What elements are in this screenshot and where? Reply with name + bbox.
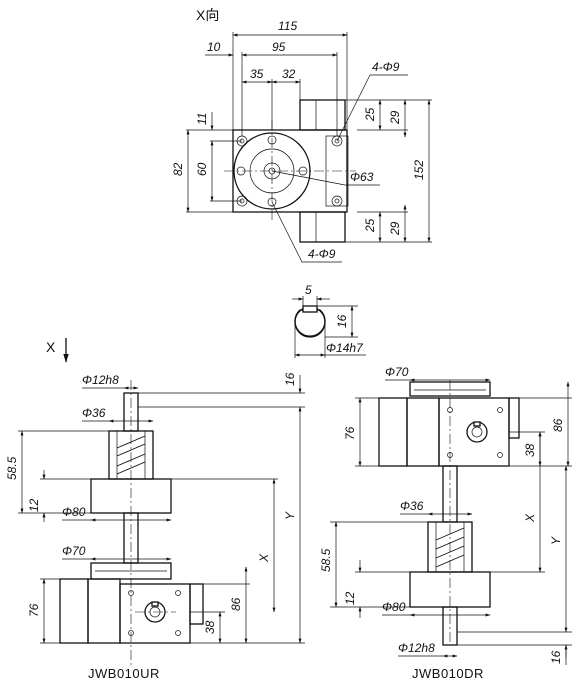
- dim-25-bottom: 25: [363, 218, 377, 233]
- right-dim-y: Y: [549, 536, 563, 545]
- left-dim-80: Φ80: [62, 505, 86, 519]
- dim-25-top: 25: [363, 107, 377, 122]
- right-dim-58-5: 58.5: [319, 548, 333, 572]
- left-arrow-label: X: [46, 339, 56, 355]
- right-dim-12h8: Φ12h8: [398, 641, 435, 655]
- left-dim-76: 76: [27, 603, 41, 617]
- right-view: Φ70 76 86 38 X Y Φ36 58.5 12 Φ80: [319, 365, 572, 681]
- top-view: X向 115: [171, 7, 432, 263]
- dim-35: 35: [250, 67, 264, 81]
- dim-11: 11: [195, 113, 209, 125]
- left-dim-38: 38: [203, 620, 217, 634]
- right-dim-76: 76: [343, 426, 357, 440]
- left-dim-86: 86: [229, 597, 243, 611]
- left-dim-16: 16: [283, 372, 297, 386]
- right-view-name: JWB010DR: [412, 666, 484, 681]
- shaft-section: 5 16 Φ14h7: [292, 283, 366, 358]
- dim-95: 95: [272, 40, 286, 54]
- dim-152: 152: [412, 160, 426, 180]
- dim-82: 82: [171, 162, 185, 176]
- right-dim-70: Φ70: [385, 365, 409, 379]
- left-gearbox-front: [119, 583, 191, 644]
- right-dim-86: 86: [551, 418, 565, 432]
- right-dim-80: Φ80: [382, 600, 406, 614]
- dim-holes-bottom: 4-Φ9: [308, 247, 336, 261]
- dim-holes-top: 4-Φ9: [372, 60, 400, 74]
- left-dim-12h8: Φ12h8: [82, 373, 119, 387]
- shaft-dim-14h7: Φ14h7: [326, 341, 364, 355]
- left-gearbox-side: [59, 578, 89, 644]
- left-dim-36: Φ36: [82, 406, 106, 420]
- left-view-name: JWB010UR: [88, 666, 160, 681]
- dim-29-top: 29: [388, 110, 402, 125]
- right-dim-x: X: [523, 513, 537, 523]
- dim-60: 60: [195, 162, 209, 176]
- left-dim-y: Y: [283, 511, 297, 520]
- dim-29-bottom: 29: [388, 221, 402, 236]
- dim-115: 115: [278, 19, 297, 33]
- right-dim-38: 38: [523, 443, 537, 457]
- right-dim-12: 12: [343, 591, 357, 605]
- dim-phi63: Φ63: [350, 170, 374, 184]
- left-dim-x: X: [257, 553, 271, 563]
- left-dim-70: Φ70: [62, 544, 86, 558]
- shaft-dim-5: 5: [305, 283, 312, 297]
- right-gearbox-side: [378, 397, 408, 467]
- dim-10: 10: [207, 40, 221, 54]
- top-lug-upper: [299, 99, 346, 131]
- right-dim-36: Φ36: [400, 499, 424, 513]
- top-lug-lower: [299, 211, 346, 243]
- right-dim-16: 16: [549, 650, 563, 664]
- left-dim-58-5: 58.5: [5, 456, 19, 480]
- top-view-label: X向: [196, 7, 219, 23]
- shaft-dim-16: 16: [335, 314, 349, 328]
- dim-32: 32: [282, 67, 296, 81]
- left-view: X Φ12h8: [5, 338, 305, 681]
- right-top-cover: [409, 381, 491, 397]
- left-dim-12: 12: [27, 498, 41, 512]
